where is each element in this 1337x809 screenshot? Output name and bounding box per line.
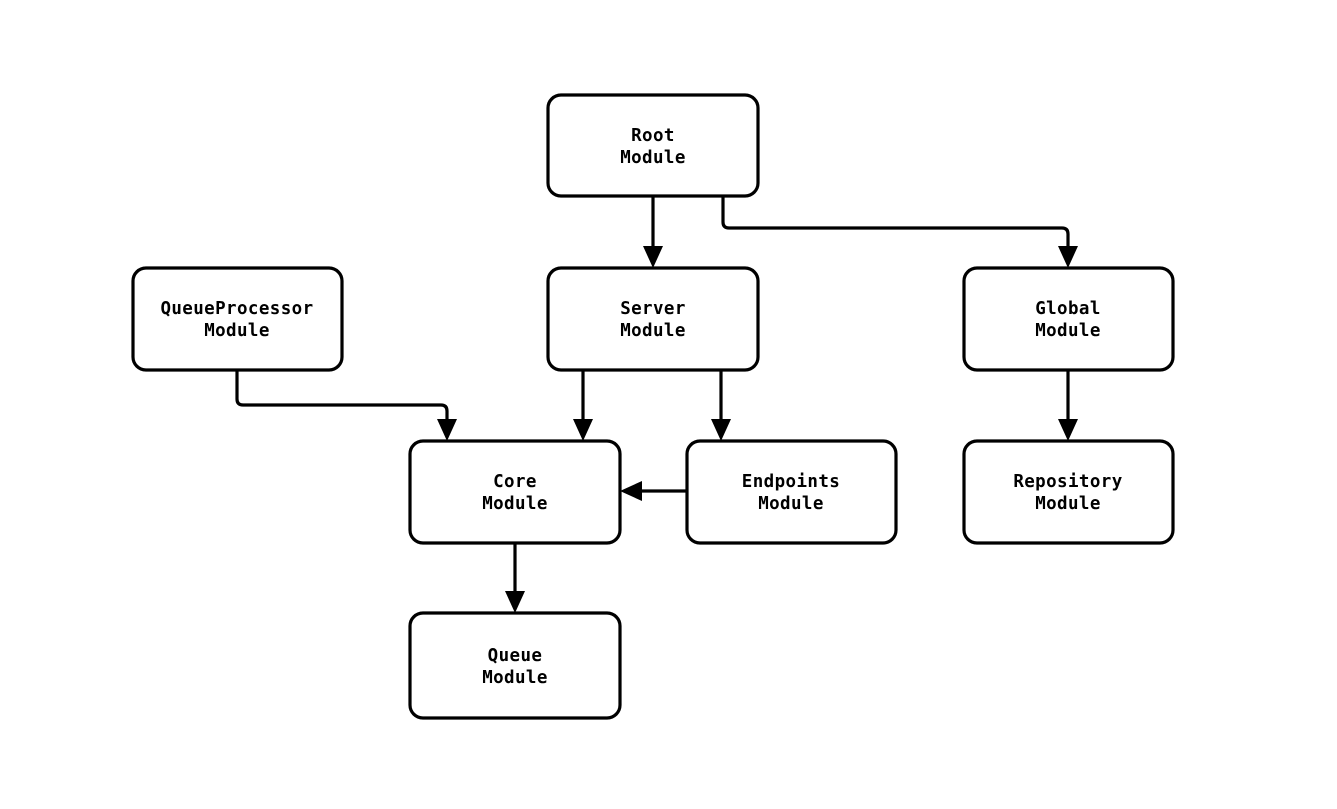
node-repository[interactable]: Repository Module	[962, 439, 1175, 545]
node-server-label-line1: Server	[620, 299, 686, 319]
edge-root-global-arrowhead	[1058, 246, 1078, 268]
edge-server-endpoints	[711, 370, 731, 441]
node-global[interactable]: Global Module	[962, 266, 1175, 372]
node-root-label-line2: Module	[620, 148, 686, 168]
node-repository-label-line1: Repository	[1013, 472, 1122, 492]
edge-global-repository-arrowhead	[1058, 419, 1078, 441]
edge-global-repository	[1058, 370, 1078, 441]
node-core-label-line2: Module	[482, 494, 548, 514]
node-queueprocessor-box[interactable]	[131, 266, 344, 372]
edge-core-queue	[505, 543, 525, 613]
node-endpoints-box[interactable]	[685, 439, 898, 545]
edge-server-core	[573, 370, 593, 441]
node-server-box[interactable]	[546, 266, 760, 372]
node-queueprocessor[interactable]: QueueProcessor Module	[131, 266, 344, 372]
node-global-label-line2: Module	[1035, 321, 1101, 341]
edge-core-queue-arrowhead	[505, 591, 525, 613]
node-root[interactable]: Root Module	[546, 93, 760, 198]
edge-queueprocessor-core-arrowhead	[437, 419, 457, 441]
node-endpoints[interactable]: Endpoints Module	[685, 439, 898, 545]
node-server[interactable]: Server Module	[546, 266, 760, 372]
node-core-label-line1: Core	[493, 472, 537, 492]
node-queue-label-line1: Queue	[488, 646, 543, 666]
node-layer: Root Module QueueProcessor Module Server…	[131, 93, 1175, 720]
edge-layer	[235, 196, 1078, 613]
node-root-label-line1: Root	[631, 126, 675, 146]
node-queueprocessor-label-line1: QueueProcessor	[160, 299, 313, 319]
edge-server-core-arrowhead	[573, 419, 593, 441]
node-repository-box[interactable]	[962, 439, 1175, 545]
edge-server-endpoints-arrowhead	[711, 419, 731, 441]
edge-endpoints-core	[620, 481, 687, 501]
edge-queueprocessor-core-line	[235, 370, 449, 428]
node-core-box[interactable]	[408, 439, 622, 545]
node-root-box[interactable]	[546, 93, 760, 198]
node-queue-label-line2: Module	[482, 668, 548, 688]
node-repository-label-line2: Module	[1035, 494, 1101, 514]
edge-queueprocessor-core	[235, 370, 457, 441]
edge-root-global-line	[721, 196, 1070, 255]
node-endpoints-label-line1: Endpoints	[742, 472, 840, 492]
node-endpoints-label-line2: Module	[758, 494, 824, 514]
edge-root-server	[643, 196, 663, 268]
edge-root-server-arrowhead	[643, 246, 663, 268]
node-queue-box[interactable]	[408, 611, 622, 720]
node-server-label-line2: Module	[620, 321, 686, 341]
node-global-label-line1: Global	[1035, 299, 1101, 319]
edge-root-global	[721, 196, 1078, 268]
node-core[interactable]: Core Module	[408, 439, 622, 545]
node-queue[interactable]: Queue Module	[408, 611, 622, 720]
node-queueprocessor-label-line2: Module	[204, 321, 270, 341]
node-global-box[interactable]	[962, 266, 1175, 372]
edge-endpoints-core-arrowhead	[620, 481, 642, 501]
